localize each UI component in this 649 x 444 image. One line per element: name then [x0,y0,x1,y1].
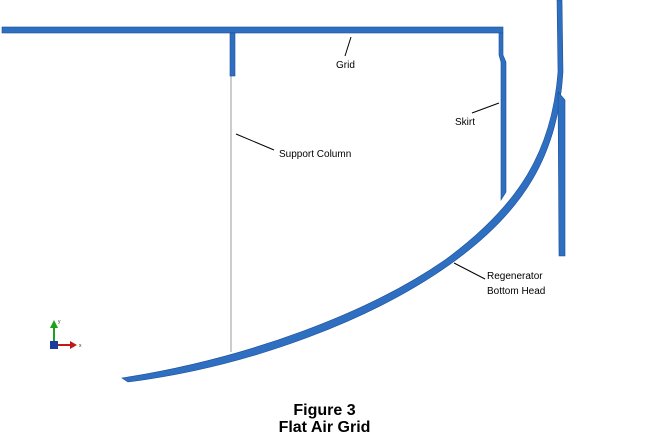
triad-y-arrow [50,320,58,328]
support-column-stub [229,32,236,77]
triad-x-label: x [79,343,82,349]
skirt-leader-line [471,102,500,114]
support-column-label: Support Column [279,149,351,160]
shell-wall [557,91,566,257]
grid-plate [1,26,504,34]
support-column-leader-line [235,133,275,151]
regenerator-leader-line [453,262,486,280]
figure-number: Figure 3 [293,402,356,419]
skirt-wall [498,32,507,202]
skirt-label: Skirt [455,117,475,128]
figure-title: Flat Air Grid [278,419,371,436]
grid-label: Grid [336,60,355,71]
coordinate-triad: y x [50,319,82,349]
triad-origin [50,341,58,349]
triad-y-label: y [58,319,61,325]
regenerator-bottom-head [121,0,564,383]
triad-x-arrow [70,341,77,349]
grid-leader-line [344,36,352,57]
regenerator-label-line1: Regenerator [487,271,543,282]
regenerator-label-line2: Bottom Head [487,286,545,297]
